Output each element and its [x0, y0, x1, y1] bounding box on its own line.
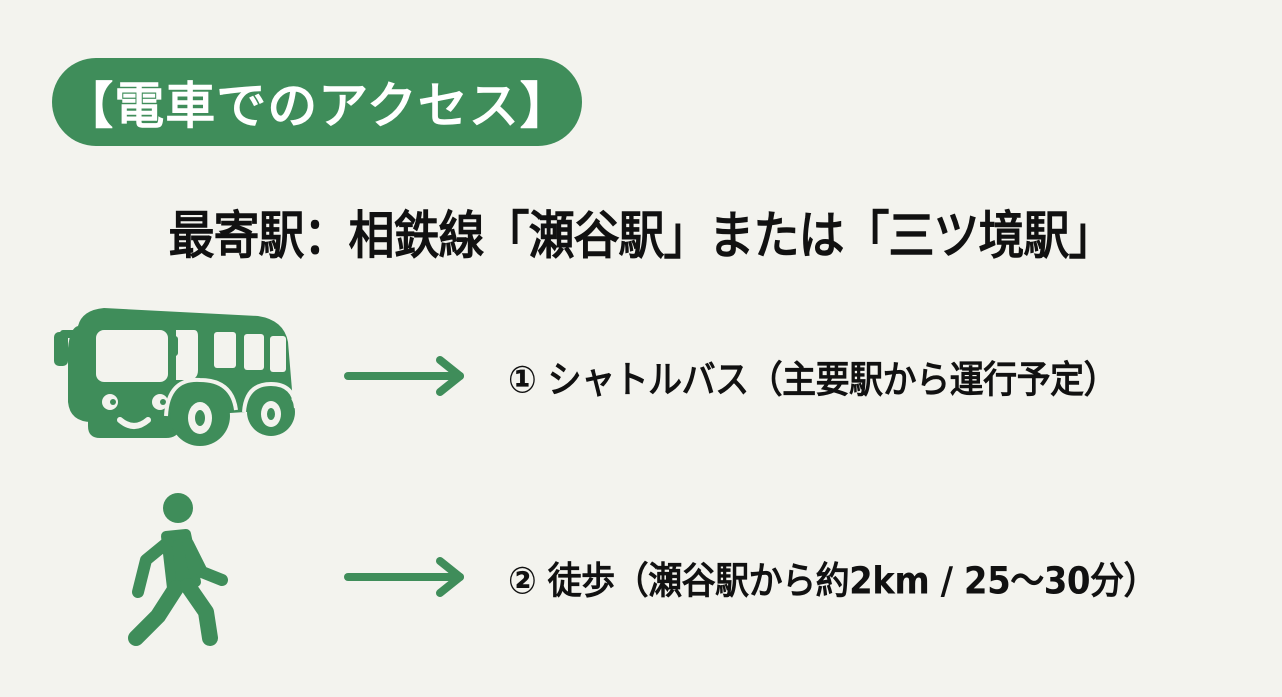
nearest-station-line: 最寄駅：相鉄線「瀬谷駅」または「三ツ境駅」 — [0, 192, 1282, 272]
arrow-right-icon — [342, 557, 467, 597]
section-header-badge: 【電車でのアクセス】 — [52, 58, 582, 146]
section-header-title: 【電車でのアクセス】 — [63, 77, 571, 135]
walking-person-icon — [122, 492, 232, 652]
route-walking: ② 徒歩（瀬谷駅から約2km / 25〜30分） — [508, 559, 1158, 604]
nearest-station-text: 最寄駅：相鉄線「瀬谷駅」または「三ツ境駅」 — [168, 205, 1115, 266]
bus-icon — [48, 298, 298, 448]
route-shuttle-bus: ① シャトルバス（主要駅から運行予定） — [508, 358, 1118, 403]
arrow-right-icon — [342, 356, 467, 396]
